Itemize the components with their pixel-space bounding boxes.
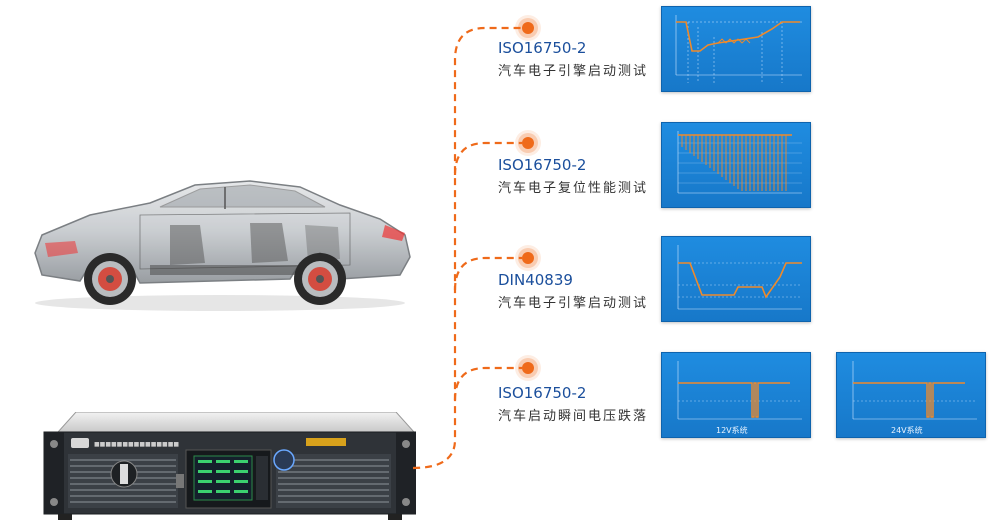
waveform-panel-4b: 24V系统 <box>836 352 986 438</box>
waveform-panel-3 <box>661 236 811 322</box>
standard-code-2: ISO16750-2 <box>498 156 587 174</box>
standard-desc-3: 汽车电子引擎启动测试 <box>498 296 649 311</box>
standard-code-4: ISO16750-2 <box>498 384 587 402</box>
waveform-panel-1 <box>661 6 811 92</box>
node-dot-4 <box>522 362 534 374</box>
standard-code-3: DIN40839 <box>498 271 573 289</box>
car-illustration <box>34 180 411 311</box>
svg-text:■■■■■■■■■■■■■■■: ■■■■■■■■■■■■■■■ <box>94 441 179 448</box>
caption-12v: 12V系统 <box>716 426 748 435</box>
standard-code-1: ISO16750-2 <box>498 39 587 57</box>
standard-desc-1: 汽车电子引擎启动测试 <box>498 64 649 79</box>
caption-24v: 24V系统 <box>891 426 923 435</box>
standard-desc-2: 汽车电子复位性能测试 <box>498 181 649 196</box>
node-dot-1 <box>522 22 534 34</box>
node-dot-3 <box>522 252 534 264</box>
power-supply-device: ■■■■■■■■■■■■■■■ <box>43 412 416 520</box>
node-dot-2 <box>522 137 534 149</box>
waveform-panel-4a: 12V系统 <box>661 352 811 438</box>
waveform-panel-2 <box>661 122 811 208</box>
standard-desc-4: 汽车启动瞬间电压跌落 <box>498 409 649 424</box>
